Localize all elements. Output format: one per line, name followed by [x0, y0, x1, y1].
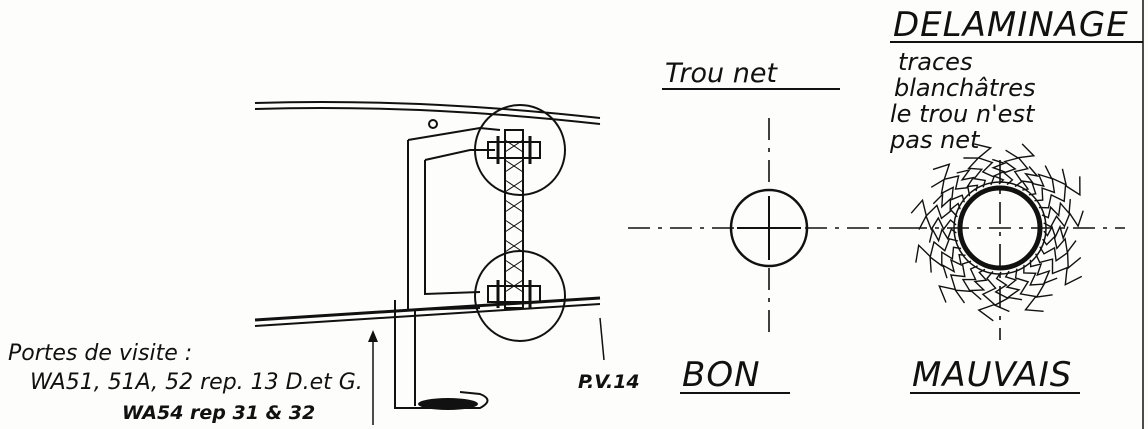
rivet [428, 119, 438, 129]
delamination-traces [910, 143, 1084, 322]
delamination-trace [928, 227, 957, 243]
label-bon: BON [682, 355, 761, 395]
label-mauvais: MAUVAIS [912, 355, 1072, 395]
delamination-trace [953, 265, 978, 304]
clean-hole-circle [729, 188, 809, 268]
clean-hole-cross [737, 196, 801, 260]
delaminated-hole-ring [953, 181, 1047, 275]
label-wa54: WA54 rep 31 & 32 [122, 402, 315, 424]
delamination-trace [932, 192, 961, 212]
lower-flange [487, 285, 541, 303]
clean-hole-detail [628, 118, 905, 338]
delamination-trace [910, 198, 958, 220]
delamination-trace [1041, 199, 1071, 219]
label-delaminage: DELAMINAGE [893, 5, 1129, 45]
delamination-trace [1023, 264, 1053, 298]
rod [394, 300, 489, 409]
delamination-trace [1014, 268, 1044, 312]
delamination-trace [938, 260, 972, 303]
delamination-trace [1002, 149, 1020, 186]
pv-leader-line [599, 317, 605, 361]
label-traces-1: traces [898, 48, 972, 76]
lower-skin-line-inner [254, 303, 601, 327]
delamination-trace [1029, 259, 1058, 285]
upper-flange [487, 141, 541, 159]
delaminated-hole-detail [905, 143, 1125, 340]
delamination-trace [1020, 166, 1040, 191]
delaminated-hole-circle [957, 185, 1043, 271]
label-trou-net: Trou net [665, 58, 778, 89]
delamination-trace [915, 237, 959, 263]
delamination-trace [1013, 143, 1036, 188]
label-pv14: P.V.14 [578, 371, 640, 393]
spar-web-hatching [504, 139, 524, 293]
delamination-trace [1043, 210, 1084, 228]
delamination-trace [1038, 176, 1081, 209]
leader-arrow [368, 330, 378, 342]
detail-circle-top [474, 104, 566, 196]
label-traces-3: le trou n'est [890, 100, 1036, 128]
delamination-trace [1035, 253, 1083, 286]
delamination-trace [941, 253, 966, 279]
visit-door-top-inner [424, 149, 495, 161]
label-portes-de-visite: Portes de visite : [8, 341, 192, 366]
delamination-trace [1034, 168, 1068, 202]
spar-web [504, 129, 524, 309]
delamination-trace [977, 270, 997, 322]
delamination-trace [932, 163, 971, 197]
delamination-trace [930, 178, 965, 203]
visit-door-top [407, 126, 501, 141]
delamination-trace [1039, 246, 1082, 270]
label-wa51: WA51, 51A, 52 rep. 13 D.et G. [30, 370, 363, 395]
delamination-trace [1042, 235, 1077, 254]
label-traces-4: pas net [889, 126, 981, 154]
bolts [496, 136, 532, 308]
delamination-trace [991, 158, 1007, 185]
visit-door-inner [424, 160, 481, 296]
delamination-trace [1004, 270, 1023, 301]
delamination-trace [969, 268, 988, 301]
visit-door-outline [407, 140, 481, 312]
rod-end [418, 398, 478, 410]
delamination-trace [974, 143, 995, 186]
delamination-trace [929, 246, 962, 273]
label-traces-2: blanchâtres [894, 74, 1035, 102]
spar-section [254, 101, 605, 425]
delamination-trace [993, 271, 1010, 313]
detail-circle-bottom [474, 250, 566, 342]
delamination-trace [1043, 224, 1069, 241]
upper-skin-line [254, 101, 601, 119]
delamination-trace [956, 168, 979, 192]
